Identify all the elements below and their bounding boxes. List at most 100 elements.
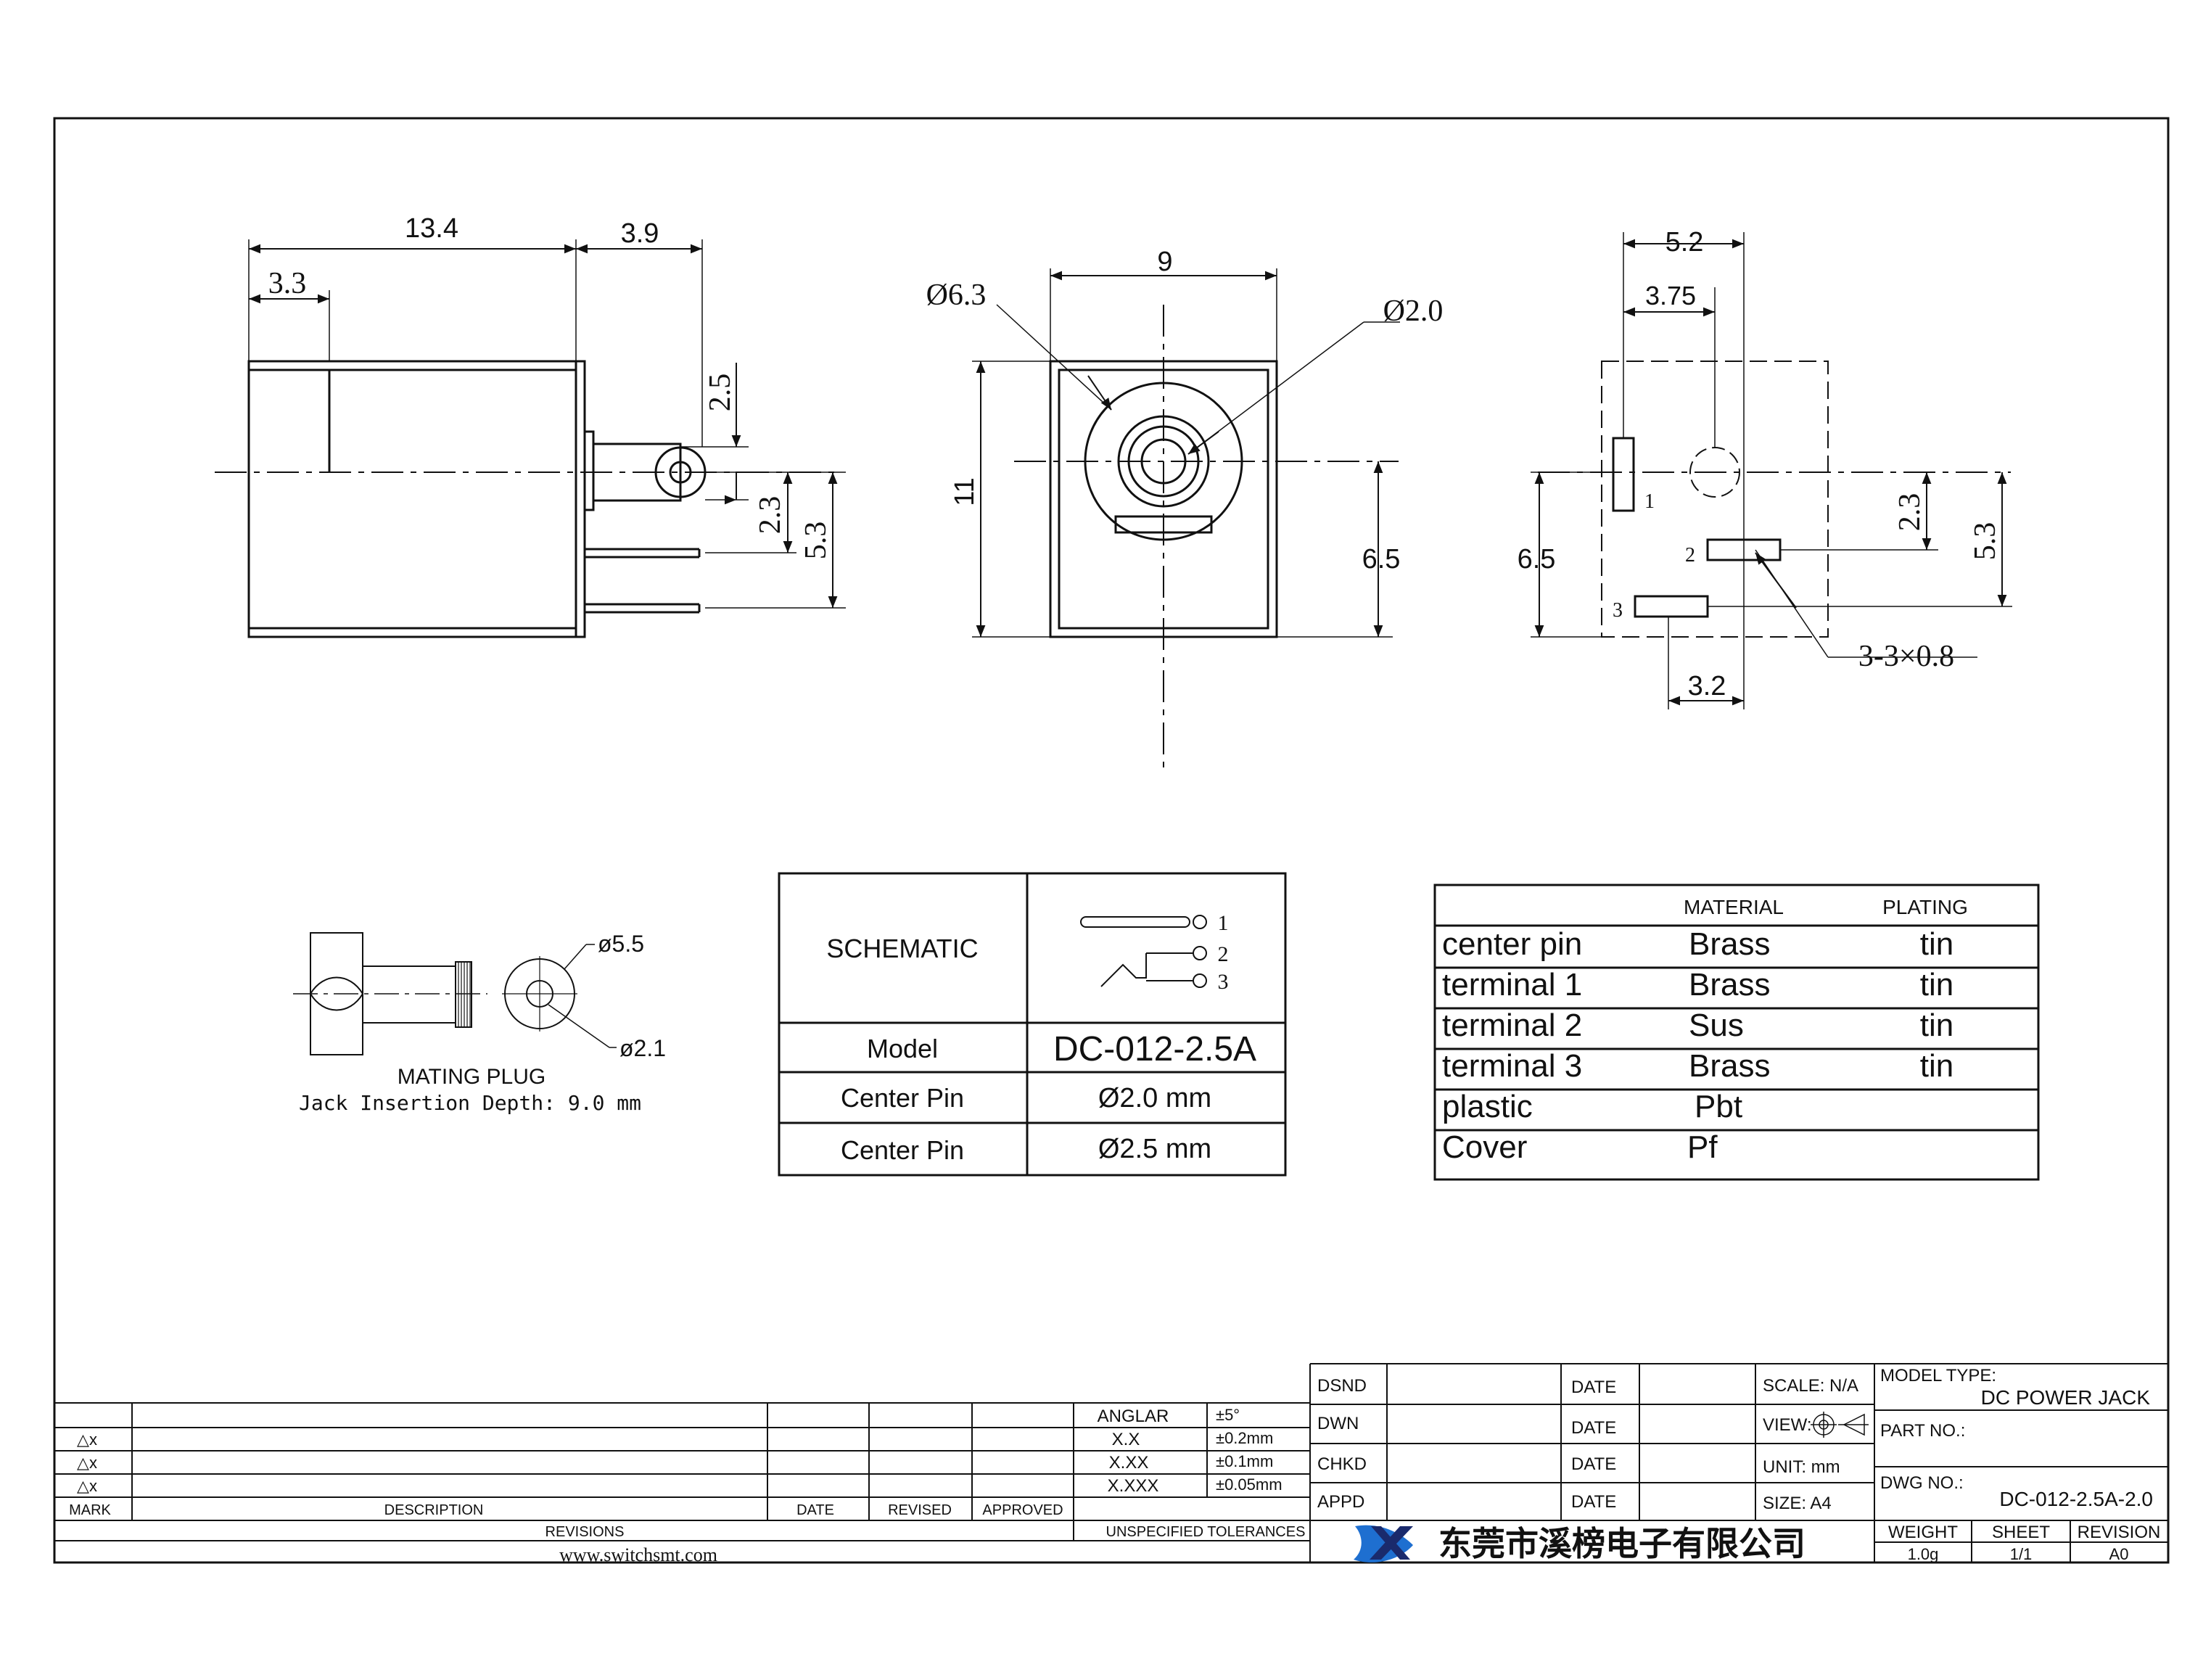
dim-pin2-height: 2.3: [754, 496, 787, 535]
dim-overall-length: 13.4: [405, 213, 458, 244]
title-scale: SCALE: N/A: [1763, 1376, 1858, 1396]
dim-pin3-length: 3.2: [1688, 671, 1726, 701]
side-pin-tab: [592, 442, 682, 502]
title-date-dwn: DATE: [1571, 1418, 1616, 1438]
dwg-no-value: DC-012-2.5A-2.0: [1999, 1488, 2153, 1510]
title-view: VIEW:: [1763, 1415, 1812, 1435]
spec-row-value-pin-b: Ø2.5 mm: [1098, 1134, 1211, 1164]
spec-row-label-pin-b: Center Pin: [841, 1135, 964, 1165]
tolerance-label-xxx: X.XX: [1109, 1453, 1149, 1473]
tolerance-label-xx: X.X: [1112, 1430, 1140, 1449]
company-logo: [1354, 1525, 1413, 1562]
material-header: MATERIAL: [1684, 896, 1784, 918]
weight-value: 1.0g: [1908, 1545, 1939, 1563]
tolerances-label: UNSPECIFIED TOLERANCES: [1106, 1524, 1306, 1540]
dim-pin3-height: 5.3: [799, 522, 833, 560]
schematic-label: SCHEMATIC: [826, 934, 978, 963]
dim-pin1-offset: 3.75: [1645, 281, 1696, 310]
dim-front-height: 11: [950, 477, 980, 506]
revision-header-revised: REVISED: [888, 1502, 952, 1518]
schematic-symbol: [1080, 915, 1207, 988]
title-size: SIZE: A4: [1763, 1494, 1832, 1513]
material-row-plating: tin: [1920, 967, 1953, 1002]
material-row-plating: tin: [1920, 926, 1953, 962]
dim-bottom-pin3-height: 5.3: [1969, 522, 2002, 561]
pin-label-1: 1: [1644, 490, 1655, 513]
revision-delta-3: △x: [77, 1477, 97, 1495]
dim-center-pin: Ø2.0: [1383, 295, 1444, 328]
revision-label: REVISION: [2078, 1523, 2161, 1542]
projection-icon: [1811, 1412, 1869, 1438]
spec-row-value-model: DC-012-2.5A: [1053, 1030, 1256, 1068]
plug-depth-note: Jack Insertion Depth: 9.0 mm: [299, 1091, 641, 1115]
material-table: [1433, 884, 2040, 1181]
dwg-no-label: DWG NO.:: [1880, 1473, 1964, 1493]
sheet-border: [53, 117, 2170, 1564]
front-center-pin: [1140, 438, 1187, 485]
spec-row-value-pin-a: Ø2.0 mm: [1098, 1083, 1211, 1113]
front-view: [972, 268, 1400, 775]
dim-bottom-pin2-height: 2.3: [1893, 493, 1927, 532]
side-body: [247, 360, 577, 638]
title-date-chkd: DATE: [1571, 1454, 1616, 1474]
revision-header-approved: APPROVED: [982, 1502, 1063, 1518]
spec-table: [778, 872, 1287, 1177]
tolerance-label-xxxx: X.XXX: [1108, 1476, 1159, 1496]
material-row-plating: tin: [1920, 1048, 1953, 1084]
material-row-material: Pbt: [1695, 1089, 1742, 1124]
plating-header: PLATING: [1882, 896, 1968, 918]
material-row-material: Brass: [1689, 1048, 1770, 1084]
pad-3: [1634, 595, 1709, 618]
material-rows: center pin Brass tin terminal 1 Brass ti…: [1442, 926, 1953, 1165]
side-view: [215, 239, 846, 638]
plug-title: MATING PLUG: [398, 1065, 545, 1089]
title-role-dsnd: DSND: [1317, 1376, 1367, 1396]
title-role-appd: APPD: [1317, 1492, 1364, 1512]
dim-pad-callout: 3-3×0.8: [1858, 640, 1954, 673]
website-url: www.switchsmt.com: [559, 1544, 717, 1565]
material-row-material: Brass: [1689, 926, 1770, 962]
material-row-material: Sus: [1689, 1008, 1744, 1043]
revision-delta-2: △x: [77, 1454, 97, 1472]
spec-row-label-pin-a: Center Pin: [841, 1083, 964, 1113]
plug-inner-diameter: ø2.1: [619, 1035, 666, 1061]
schematic-pin-3: 3: [1218, 970, 1229, 994]
front-body: [1049, 360, 1278, 638]
dim-flange-length: 3.3: [268, 267, 307, 300]
plug-outer-diameter: ø5.5: [598, 931, 644, 957]
tolerance-value-angle: ±5°: [1216, 1406, 1240, 1424]
title-unit: UNIT: mm: [1763, 1457, 1840, 1477]
dim-outer-hole: Ø6.3: [926, 279, 987, 312]
tolerance-value-xx: ±0.2mm: [1216, 1429, 1273, 1447]
dim-bottom-width: 5.2: [1666, 227, 1704, 258]
company-name: 东莞市溪榜电子有限公司: [1438, 1525, 1806, 1562]
revision-header-date: DATE: [796, 1502, 834, 1518]
material-row-part: terminal 2: [1442, 1008, 1582, 1043]
sheet-value: 1/1: [2010, 1545, 2033, 1563]
title-date-dsnd: DATE: [1571, 1378, 1616, 1397]
mating-plug: [293, 932, 617, 1055]
tolerance-value-xxx: ±0.1mm: [1216, 1452, 1273, 1470]
pin-label-3: 3: [1613, 599, 1623, 622]
tolerance-label-angle: ANGLAR: [1098, 1407, 1169, 1426]
title-role-chkd: CHKD: [1317, 1454, 1367, 1474]
weight-label: WEIGHT: [1888, 1523, 1958, 1542]
material-row-part: center pin: [1442, 926, 1582, 962]
dim-bottom-center-height: 6.5: [1518, 544, 1556, 575]
side-back-plate: [575, 360, 586, 638]
revisions-block: [54, 1364, 1311, 1562]
revision-header-description: DESCRIPTION: [384, 1502, 484, 1518]
pad-1: [1612, 437, 1635, 512]
revision-delta-1: △x: [77, 1430, 97, 1449]
material-row-part: terminal 3: [1442, 1048, 1582, 1084]
revision-value: A0: [2109, 1545, 2129, 1563]
sheet-label: SHEET: [1992, 1523, 2050, 1542]
revisions-label: REVISIONS: [545, 1524, 625, 1540]
front-outer-hole: [1084, 382, 1243, 541]
dim-tab-height: 2.5: [704, 374, 737, 412]
part-no-label: PART NO.:: [1880, 1421, 1965, 1441]
spec-row-label-model: Model: [867, 1034, 938, 1063]
material-row-material: Brass: [1689, 967, 1770, 1002]
dim-front-width: 9: [1157, 247, 1172, 277]
